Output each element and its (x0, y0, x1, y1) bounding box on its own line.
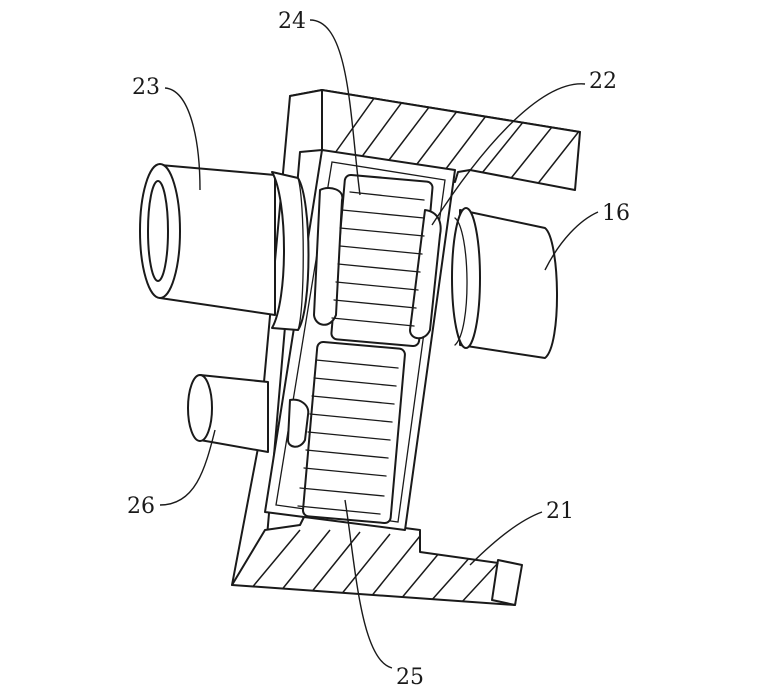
leader-lines (159, 19, 599, 669)
housing (231, 89, 581, 606)
label-23: 23 (132, 75, 160, 100)
upper-left-shaft (139, 163, 310, 331)
label-26: 26 (127, 494, 155, 519)
reference-numerals: 23 24 22 16 21 26 25 (127, 9, 630, 690)
label-25: 25 (396, 665, 424, 690)
label-16: 16 (602, 201, 630, 226)
label-21: 21 (546, 499, 574, 524)
lower-gear (287, 340, 406, 524)
label-22: 22 (589, 69, 617, 94)
label-24: 24 (278, 9, 306, 34)
lower-left-shaft (187, 374, 269, 453)
upper-gear (313, 173, 442, 348)
right-shaft (451, 207, 558, 359)
